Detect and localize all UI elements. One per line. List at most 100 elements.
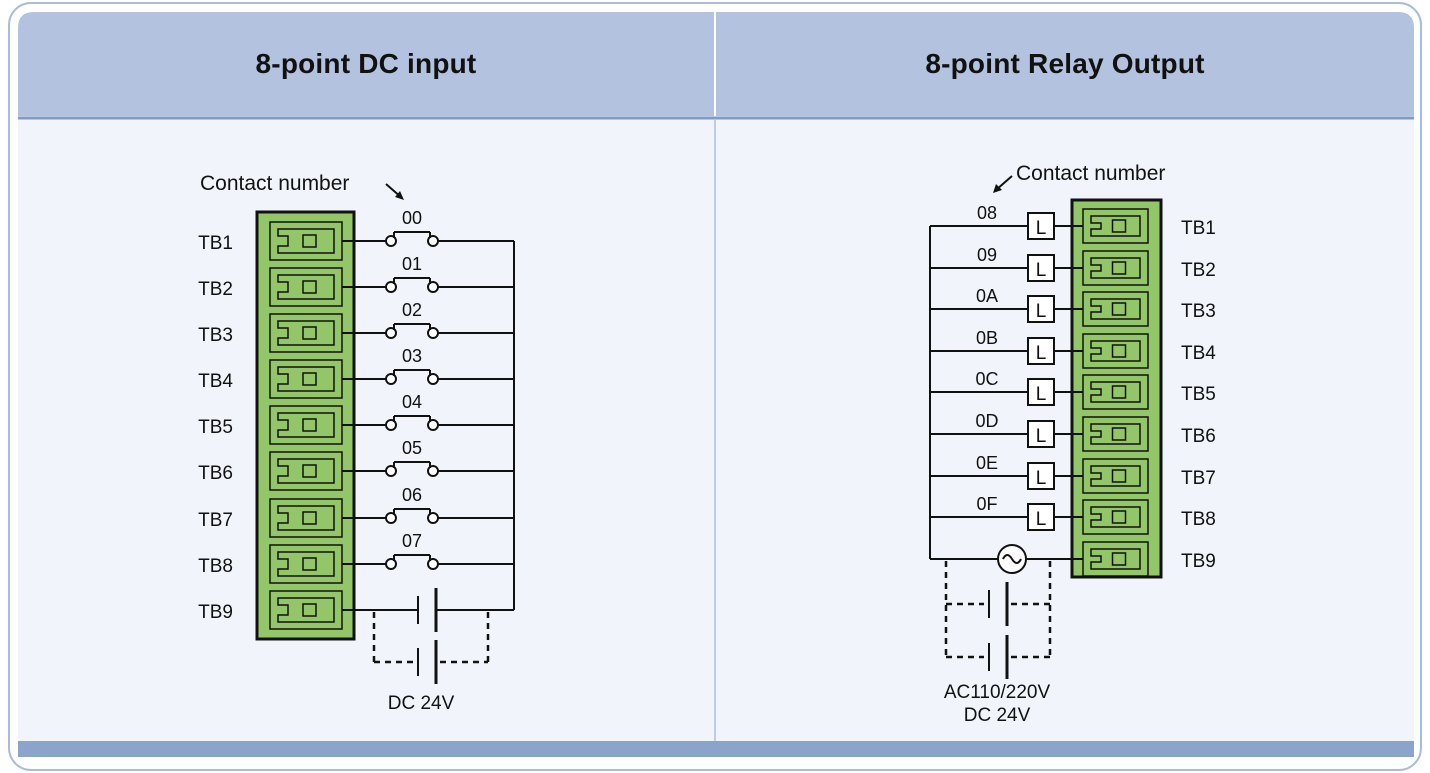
terminal-slot <box>269 405 343 445</box>
load-label: L <box>1036 426 1047 447</box>
terminal-screw-icon <box>302 234 317 248</box>
terminal-label: TB1 <box>1181 218 1216 239</box>
switch-contact-01 <box>385 277 439 293</box>
terminal-clamp <box>277 458 335 484</box>
contact-id: 00 <box>402 208 422 228</box>
contact-node <box>385 373 397 385</box>
terminal-clamp <box>277 412 335 438</box>
contact-id: 09 <box>977 245 997 265</box>
arrow-head-icon <box>993 184 1002 193</box>
terminal-clamp <box>1090 548 1141 570</box>
terminal-slot <box>269 267 343 307</box>
terminal-label: TB4 <box>198 371 233 392</box>
terminal-screw-icon <box>1111 219 1127 233</box>
switch-contact-00 <box>385 231 439 247</box>
terminal-screw-icon <box>302 372 317 386</box>
load-box <box>1027 295 1055 323</box>
relay-output-title: 8-point Relay Output <box>925 48 1205 79</box>
terminal-slot <box>1082 374 1149 410</box>
terminal-slot <box>269 498 343 538</box>
terminal-clamp <box>277 551 335 577</box>
contact-node <box>385 465 397 477</box>
sine-wave-icon <box>1002 554 1022 564</box>
contact-id: 0C <box>975 369 998 389</box>
terminal-tb1 <box>1082 208 1149 244</box>
terminal-clamp <box>1090 298 1141 320</box>
terminal-screw-icon <box>302 557 317 571</box>
terminal-screw-icon <box>1111 427 1127 441</box>
terminal-screw-icon <box>1111 385 1127 399</box>
terminal-tb8 <box>269 544 343 584</box>
terminal-tb6 <box>1082 416 1149 452</box>
terminal-label: TB8 <box>1181 509 1216 530</box>
contact-node <box>385 512 397 524</box>
contact-id: 05 <box>402 438 422 458</box>
terminal-screw-icon <box>1111 552 1127 566</box>
load-label: L <box>1036 384 1047 405</box>
contact-id: 07 <box>402 531 422 551</box>
terminal-label: TB3 <box>198 325 233 346</box>
contact-node <box>385 281 397 293</box>
terminal-tb7 <box>269 498 343 538</box>
terminal-label: TB3 <box>1181 301 1216 322</box>
terminal-clamp <box>1090 465 1141 487</box>
terminal-label: TB5 <box>198 417 233 438</box>
switch-contact-03 <box>385 369 439 385</box>
terminal-tb6 <box>269 451 343 491</box>
terminal-clamp <box>277 597 335 623</box>
panel-body <box>18 12 1414 757</box>
terminal-screw-icon <box>302 511 317 525</box>
terminal-tb4 <box>269 359 343 399</box>
terminal-label: TB2 <box>1181 260 1216 281</box>
terminal-label: TB8 <box>198 556 233 577</box>
contact-id: 01 <box>402 254 422 274</box>
contact-node <box>385 327 397 339</box>
footer-band <box>18 741 1414 757</box>
terminal-label: TB1 <box>198 233 233 254</box>
contact-node <box>385 235 397 247</box>
terminal-screw-icon <box>302 280 317 294</box>
terminal-slot <box>269 544 343 584</box>
load-box <box>1027 254 1055 282</box>
terminal-label: TB4 <box>1181 343 1216 364</box>
terminal-slot <box>1082 541 1149 577</box>
load-box <box>1027 503 1055 531</box>
terminal-screw-icon <box>1111 510 1127 524</box>
terminal-tb2 <box>1082 250 1149 286</box>
load-label: L <box>1036 260 1047 281</box>
terminal-label: TB5 <box>1181 384 1216 405</box>
terminal-clamp <box>277 228 335 254</box>
terminal-tb3 <box>1082 291 1149 327</box>
terminal-clamp <box>277 505 335 531</box>
terminal-slot <box>1082 458 1149 494</box>
terminal-clamp <box>1090 423 1141 445</box>
contact-number-label: Contact number <box>1016 162 1165 185</box>
terminal-label: TB9 <box>198 602 233 623</box>
terminal-label: TB7 <box>1181 468 1216 489</box>
terminal-slot <box>1082 250 1149 286</box>
terminal-clamp <box>1090 506 1141 528</box>
terminal-screw-icon <box>1111 302 1127 316</box>
terminal-slot <box>269 313 343 353</box>
switch-contact-07 <box>385 554 439 570</box>
terminal-tb9 <box>269 590 343 630</box>
terminal-slot <box>1082 416 1149 452</box>
terminal-tb5 <box>269 405 343 445</box>
contact-id: 08 <box>977 203 997 223</box>
terminal-slot <box>269 451 343 491</box>
contact-id: 0A <box>976 286 998 306</box>
terminal-tb4 <box>1082 333 1149 369</box>
terminal-slot <box>1082 291 1149 327</box>
load-label: L <box>1036 468 1047 489</box>
contact-id: 02 <box>402 300 422 320</box>
terminal-clamp <box>1090 381 1141 403</box>
terminal-tb2 <box>269 267 343 307</box>
terminal-clamp <box>277 274 335 300</box>
dc-input-title: 8-point DC input <box>255 48 477 79</box>
terminal-label: TB2 <box>198 279 233 300</box>
load-label: L <box>1036 218 1047 239</box>
contact-number-label: Contact number <box>200 172 349 195</box>
